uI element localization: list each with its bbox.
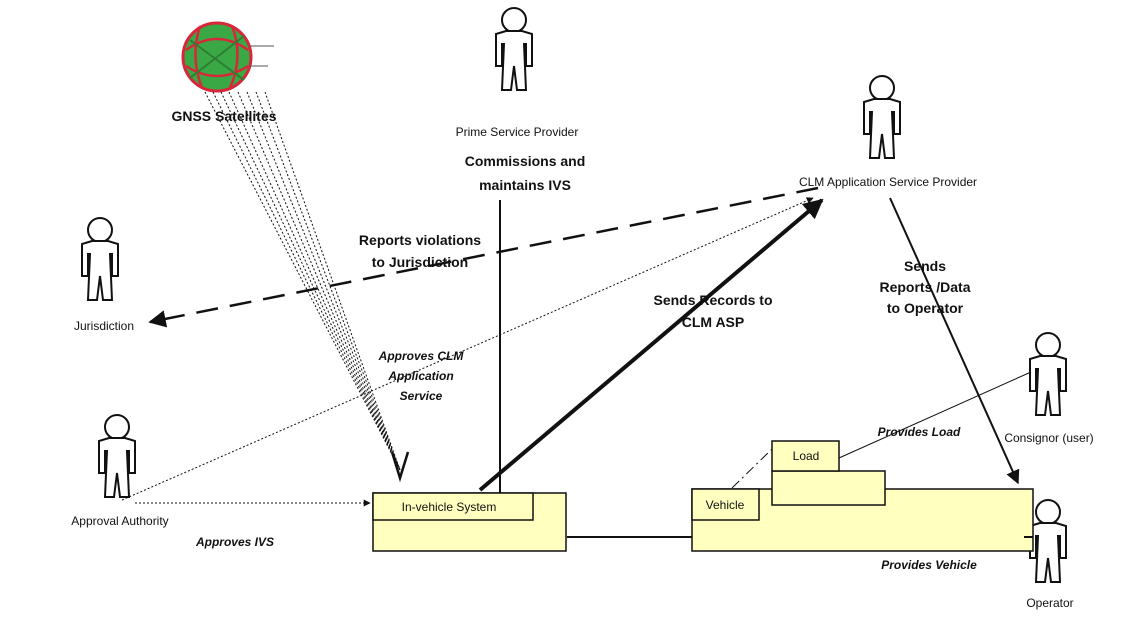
reports-violations-arrow <box>148 186 819 328</box>
gnss-signal-lines <box>204 91 401 471</box>
globe-icon <box>181 21 274 93</box>
svg-text:Commissions and: Commissions and <box>465 153 586 169</box>
clm-asp-actor-icon <box>863 75 901 159</box>
approval-authority-actor-icon <box>98 414 136 498</box>
svg-text:Application: Application <box>387 369 453 383</box>
operator-label: Operator <box>1026 596 1073 610</box>
approves-ivs-label: Approves IVS <box>195 535 274 549</box>
svg-text:Service: Service <box>400 389 443 403</box>
approves-clm-arrow <box>121 197 814 501</box>
reports-violations-label: Reports violations to Jurisdiction <box>359 232 481 270</box>
in-vehicle-system-label: In-vehicle System <box>402 500 497 514</box>
prime-service-provider-label: Prime Service Provider <box>456 125 579 139</box>
sends-reports-arrow <box>889 197 1020 485</box>
svg-text:Reports violations: Reports violations <box>359 232 481 248</box>
consignor-load-link <box>838 371 1032 459</box>
provides-load-label: Provides Load <box>878 425 961 439</box>
sends-records-label: Sends Records to CLM ASP <box>653 292 772 330</box>
gnss-arrowhead-icon <box>390 451 410 483</box>
consignor-label: Consignor (user) <box>1004 431 1093 445</box>
in-vehicle-system-tab <box>372 492 534 521</box>
commissions-label: Commissions and maintains IVS <box>465 153 586 193</box>
svg-text:to Operator: to Operator <box>887 300 964 316</box>
svg-text:Sends: Sends <box>904 258 946 274</box>
vehicle-label: Vehicle <box>706 498 745 512</box>
provides-vehicle-label: Provides Vehicle <box>881 558 977 572</box>
svg-text:CLM ASP: CLM ASP <box>682 314 744 330</box>
vehicle-load-link <box>731 448 773 489</box>
clm-asp-label: CLM Application Service Provider <box>799 175 977 189</box>
jurisdiction-actor-icon <box>81 217 119 301</box>
vehicle-tab <box>691 488 760 521</box>
approval-authority-label: Approval Authority <box>71 514 168 528</box>
consignor-actor-icon <box>1029 332 1067 416</box>
operator-actor-icon <box>1029 499 1067 583</box>
prime-service-provider-actor-icon <box>495 7 533 91</box>
sends-records-arrow <box>478 198 824 492</box>
svg-text:Reports /Data: Reports /Data <box>879 279 970 295</box>
sends-reports-label: Sends Reports /Data to Operator <box>879 258 970 316</box>
gnss-satellites-label: GNSS Satellites <box>171 108 276 124</box>
jurisdiction-label: Jurisdiction <box>74 319 134 333</box>
load-tab <box>771 440 840 472</box>
svg-text:Approves CLM: Approves CLM <box>378 349 465 363</box>
svg-text:maintains IVS: maintains IVS <box>479 177 571 193</box>
svg-text:to Jurisdiction: to Jurisdiction <box>372 254 468 270</box>
svg-text:Sends Records to: Sends Records to <box>653 292 772 308</box>
load-box[interactable] <box>771 470 886 506</box>
load-label: Load <box>793 449 820 463</box>
approves-clm-label: Approves CLM Application Service <box>378 349 465 403</box>
